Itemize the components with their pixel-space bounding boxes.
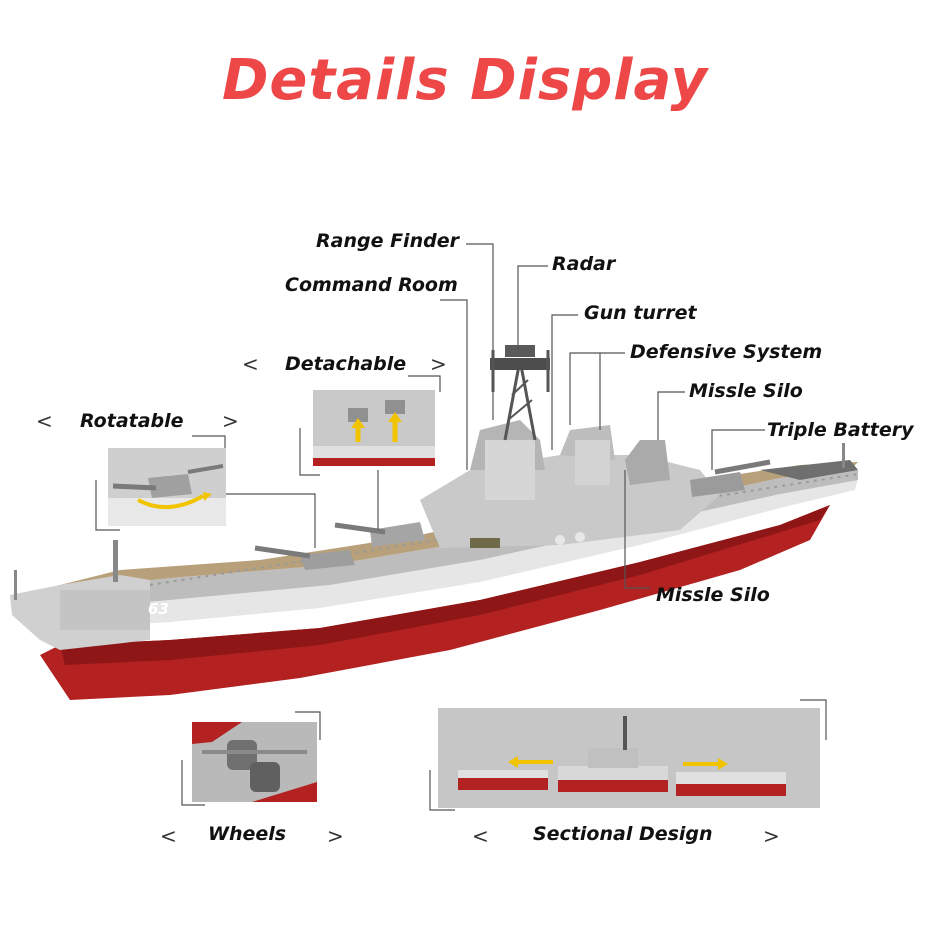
chevron-left-icon: < bbox=[36, 409, 53, 433]
detachable-inset bbox=[313, 390, 435, 466]
label-radar: Radar bbox=[552, 253, 616, 275]
label-range-finder: Range Finder bbox=[316, 230, 459, 252]
rotatable-inset bbox=[108, 448, 226, 526]
label-wheels: Wheels bbox=[208, 823, 287, 845]
label-rotatable: Rotatable bbox=[80, 410, 184, 432]
chevron-left-icon: < bbox=[160, 824, 177, 848]
superstructure bbox=[254, 345, 771, 570]
chevron-left-icon: < bbox=[472, 824, 489, 848]
label-sectional-design: Sectional Design bbox=[533, 823, 713, 845]
sectional-design-inset bbox=[438, 708, 820, 808]
label-missle-silo-top: Missle Silo bbox=[689, 380, 803, 402]
page-title: Details Display bbox=[221, 48, 709, 113]
label-defensive-system: Defensive System bbox=[630, 341, 823, 363]
chevron-right-icon: > bbox=[327, 824, 344, 848]
chevron-right-icon: > bbox=[430, 352, 447, 376]
wheels-inset bbox=[192, 722, 317, 802]
chevron-left-icon: < bbox=[242, 352, 259, 376]
chevron-right-icon: > bbox=[222, 409, 239, 433]
chevron-right-icon: > bbox=[763, 824, 780, 848]
label-gun-turret: Gun turret bbox=[584, 302, 697, 324]
hull-number: 63 bbox=[148, 600, 169, 618]
label-triple-battery: Triple Battery bbox=[767, 419, 914, 441]
label-command-room: Command Room bbox=[285, 274, 458, 296]
label-missle-silo-bottom: Missle Silo bbox=[656, 584, 770, 606]
label-detachable: Detachable bbox=[285, 353, 407, 375]
leader-lines bbox=[95, 243, 827, 811]
